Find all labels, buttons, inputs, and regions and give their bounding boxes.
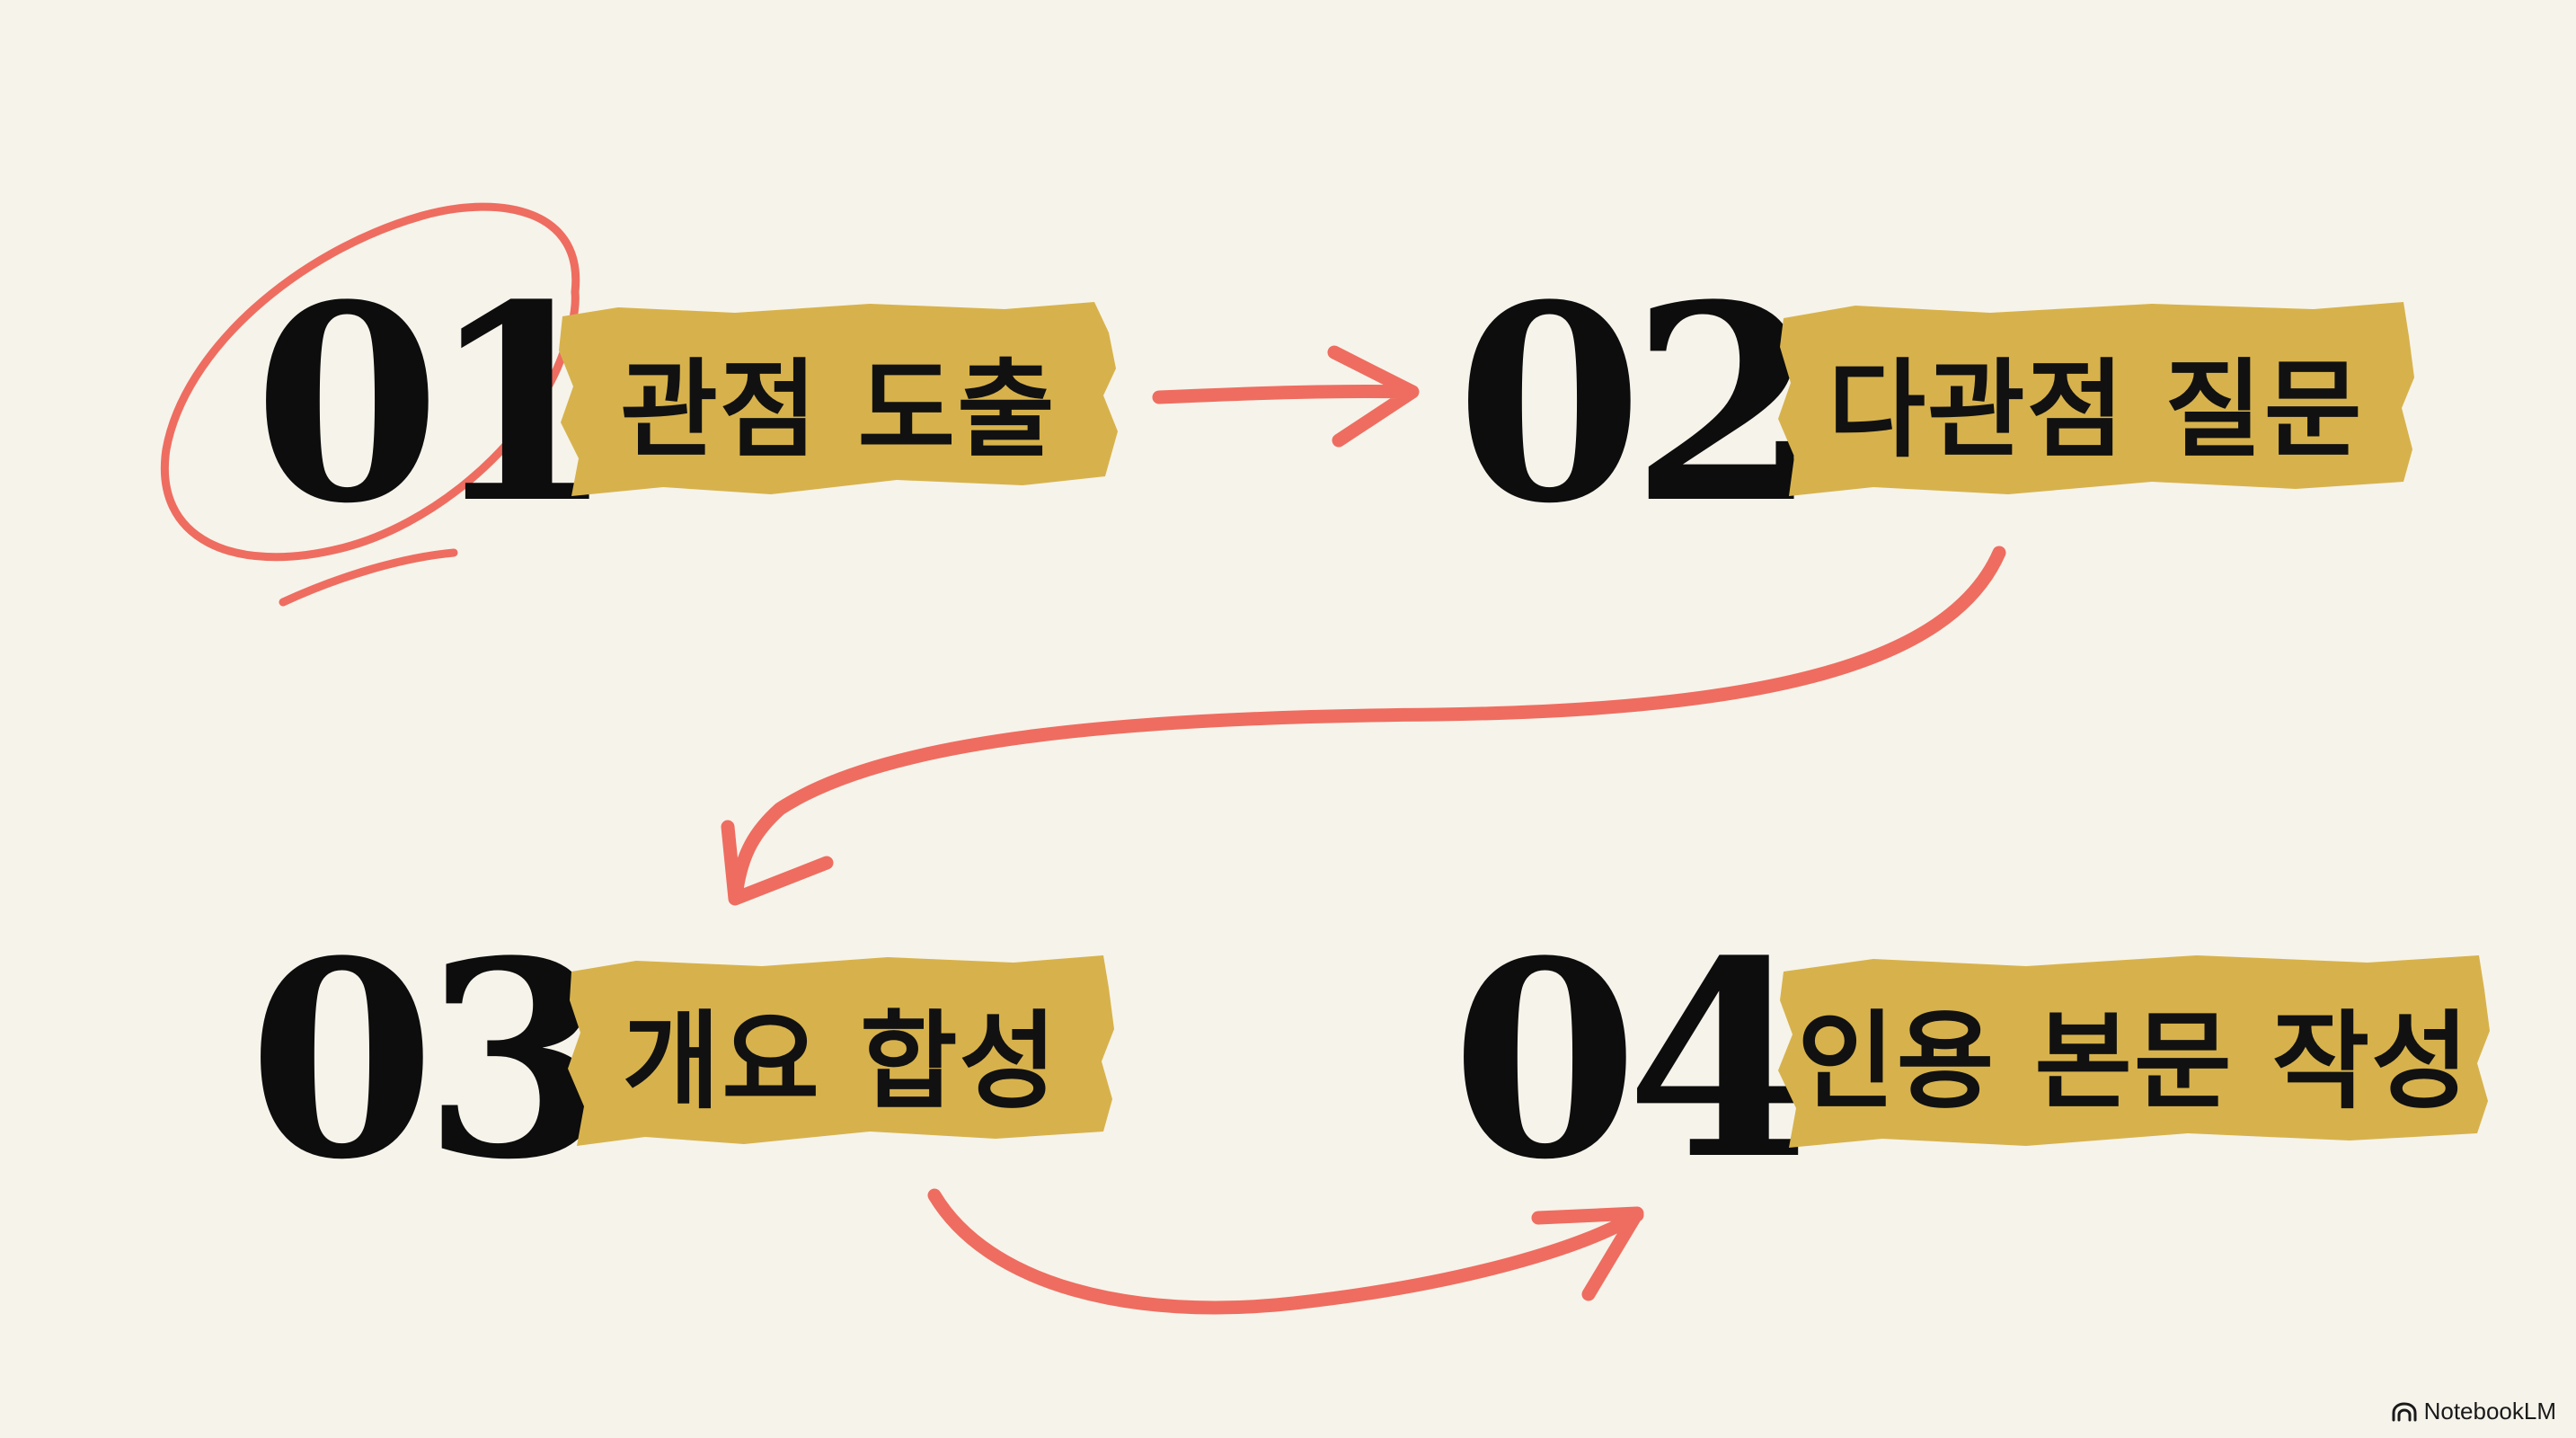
step-1-label-text: 관점 도출 <box>620 347 1057 472</box>
brand-mark: NotebookLM <box>2392 1398 2556 1425</box>
step-4-number: 04 <box>1451 901 1814 1219</box>
step-2-number: 02 <box>1456 245 1819 563</box>
step-4-label-text: 인용 본문 작성 <box>1797 999 2471 1123</box>
step-3-number: 03 <box>248 901 611 1219</box>
step-3-label-text: 개요 합성 <box>622 999 1059 1123</box>
step-1-label: 관점 도출 <box>555 297 1121 503</box>
step-2-label-text: 다관점 질문 <box>1828 347 2364 472</box>
step-1-number: 01 <box>253 245 616 563</box>
arrow-3-to-4-icon <box>927 1188 1644 1315</box>
step-3-label: 개요 합성 <box>564 948 1117 1155</box>
highlight-brush-icon <box>1778 955 2490 1148</box>
brand-name: NotebookLM <box>2423 1398 2556 1425</box>
arrow-1-to-2-icon <box>1152 345 1420 448</box>
step-4-label: 인용 본문 작성 <box>1775 948 2493 1155</box>
step-2-label: 다관점 질문 <box>1775 297 2417 503</box>
highlight-brush-icon <box>559 302 1118 496</box>
notebooklm-logo-icon <box>2392 1401 2417 1421</box>
highlight-brush-icon <box>1778 302 2414 496</box>
step-1-circle-icon <box>160 202 580 607</box>
highlight-brush-icon <box>568 955 1114 1146</box>
arrow-2-to-3-icon <box>721 546 2006 906</box>
